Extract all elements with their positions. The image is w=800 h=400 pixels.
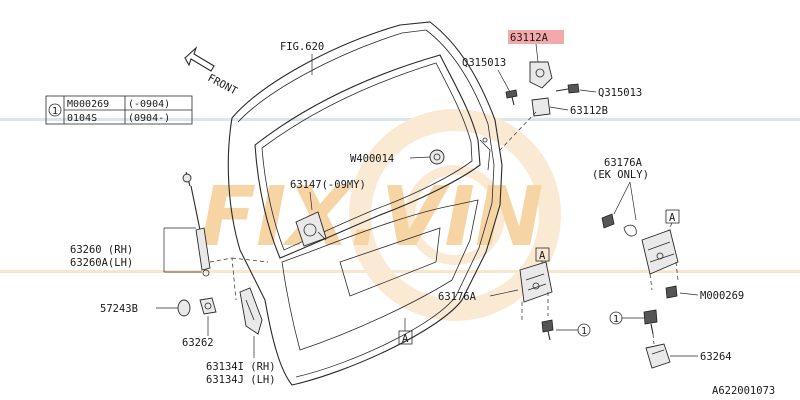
ref-circle-1-mid — [577, 323, 591, 337]
ref-a-bottom-box — [398, 330, 413, 345]
part-q315013-right-label: Q315013 — [598, 87, 642, 99]
part-63176a-mid-lock — [519, 261, 553, 303]
watermark-text: FIX.VIN — [200, 170, 544, 265]
part-63134j-label: 63134J (LH) — [206, 374, 276, 386]
ref-a-bottom: A — [402, 333, 409, 345]
ref-a-mid: A — [539, 250, 546, 262]
part-63112a-label: 63112A — [510, 32, 549, 44]
part-63134-trim — [239, 287, 263, 335]
part-57243b-bumper — [177, 299, 191, 317]
part-63260-gas-strut — [182, 171, 211, 277]
part-q315013-right-bolt — [555, 83, 580, 94]
part-63134i-label: 63134I (RH) — [206, 361, 276, 373]
part-63264-striker — [645, 343, 671, 369]
part-right-lock-bolt — [665, 285, 678, 299]
legend-row-1-part: M000269 — [67, 99, 109, 110]
ref-circle-1-mid-text: 1 — [581, 326, 587, 337]
part-63262-label: 63262 — [182, 337, 214, 349]
part-63112b-plate — [531, 97, 551, 117]
part-63260a-lh-label: 63260A(LH) — [70, 257, 133, 269]
front-label: FRONT — [206, 72, 240, 98]
watermark-band-bottom — [0, 270, 800, 273]
part-63147-motor — [295, 211, 327, 247]
part-ek-only-screw-2 — [623, 224, 637, 237]
part-63112a-highlight — [508, 30, 564, 44]
ek-only-label: (EK ONLY) — [592, 169, 649, 181]
legend-circle — [48, 103, 62, 117]
part-63112b-label: 63112B — [570, 105, 608, 117]
watermark-band-top — [0, 118, 800, 121]
part-63176a-right-lock — [641, 229, 679, 275]
part-63262-stopper — [199, 297, 217, 315]
legend-row-1-range: (-0904) — [128, 99, 170, 110]
part-m000269-label: M000269 — [700, 290, 744, 302]
part-mid-lock-bolt — [541, 319, 554, 341]
front-arrow-icon — [184, 46, 215, 72]
part-w400014-grommet — [429, 149, 445, 165]
ref-a-mid-box — [535, 247, 550, 262]
part-63176a-mid-label: 63176A — [438, 291, 477, 303]
part-q315013-left-bolt — [505, 89, 518, 106]
part-63147-label: 63147(-09MY) — [290, 179, 366, 191]
diagram-id: A622001073 — [712, 385, 775, 397]
tailgate-panel — [227, 21, 503, 386]
part-57243b-label: 57243B — [100, 303, 138, 315]
part-63264-label: 63264 — [700, 351, 732, 363]
part-63260-rh-label: 63260 (RH) — [70, 244, 133, 256]
ref-circle-1-right-text: 1 — [613, 314, 619, 325]
ref-a-top: A — [669, 212, 676, 224]
legend-row-2-range: (0904-) — [128, 113, 170, 124]
part-63264-bolt — [643, 309, 658, 335]
legend-row-2-part: 0104S — [67, 113, 97, 124]
gear-icon — [349, 109, 561, 321]
part-q315013-left-label: Q315013 — [462, 57, 506, 69]
ref-a-top-box — [665, 209, 680, 224]
legend-table: 1 M000269 (-0904) 0104S (0904-) — [45, 95, 193, 125]
part-ek-only-screw-1 — [601, 213, 615, 229]
fig-ref-label: FIG.620 — [280, 41, 324, 53]
part-63176a-top-label: 63176A — [604, 157, 643, 169]
part-w400014-label: W400014 — [350, 153, 394, 165]
part-63112a-bracket — [529, 61, 553, 89]
legend-circle-number: 1 — [52, 106, 58, 117]
watermark: FIX.VIN — [0, 109, 800, 321]
